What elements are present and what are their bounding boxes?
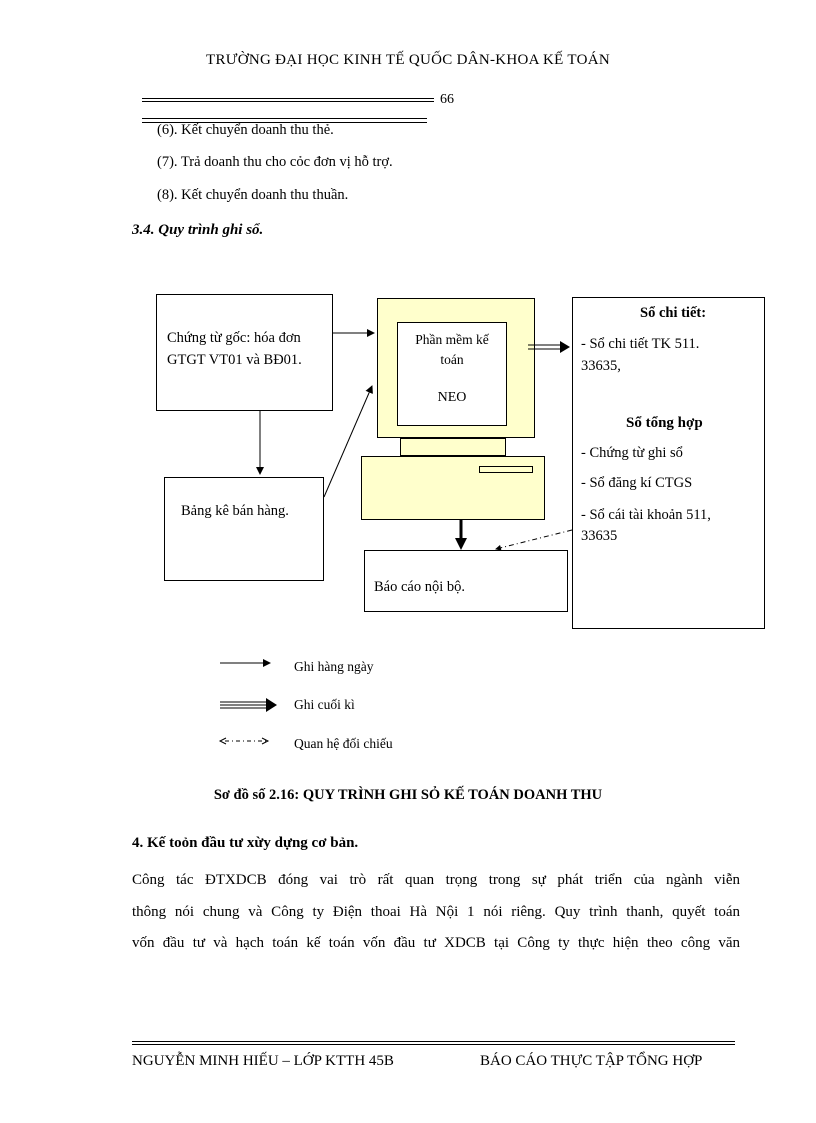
footer-rule-2 [132, 1044, 735, 1045]
diagram-caption: Sơ đồ số 2.16: QUY TRÌNH GHI SỎ KẾ TOÁN … [0, 787, 816, 804]
footer-author: NGUYỄN MINH HIẾU – LỚP KTTH 45B [132, 1053, 394, 1070]
section-4-heading: 4. Kế toỏn đầu tư xừy dựng cơ bản. [132, 835, 358, 852]
footer-rule-1 [132, 1041, 735, 1042]
legend-period-end-arrow [266, 698, 277, 712]
footer-report-title: BÁO CÁO THỰC TẬP TỔNG HỢP [480, 1053, 702, 1070]
legend-period-end-label: Ghi cuối kì [294, 697, 355, 713]
paragraph-line-2: thông nói chung và Công ty Điện thoai Hà… [132, 904, 740, 921]
legend-daily-label: Ghi hàng ngày [294, 659, 373, 675]
paragraph-line-1: Công tác ĐTXDCB đóng vai trò rất quan tr… [132, 872, 740, 889]
diagram-arrows [0, 0, 816, 800]
legend-reconcile-label: Quan hệ đối chiếu [294, 736, 393, 752]
arrow-sales-list-to-software [324, 386, 372, 497]
arrow-software-to-report [455, 538, 467, 550]
arrow-ledger-reconcile-report [496, 530, 572, 549]
paragraph-line-3: vốn đầu tư và hạch toán kế toán vốn đầu … [132, 935, 740, 952]
arrow-software-to-ledger [560, 341, 570, 353]
